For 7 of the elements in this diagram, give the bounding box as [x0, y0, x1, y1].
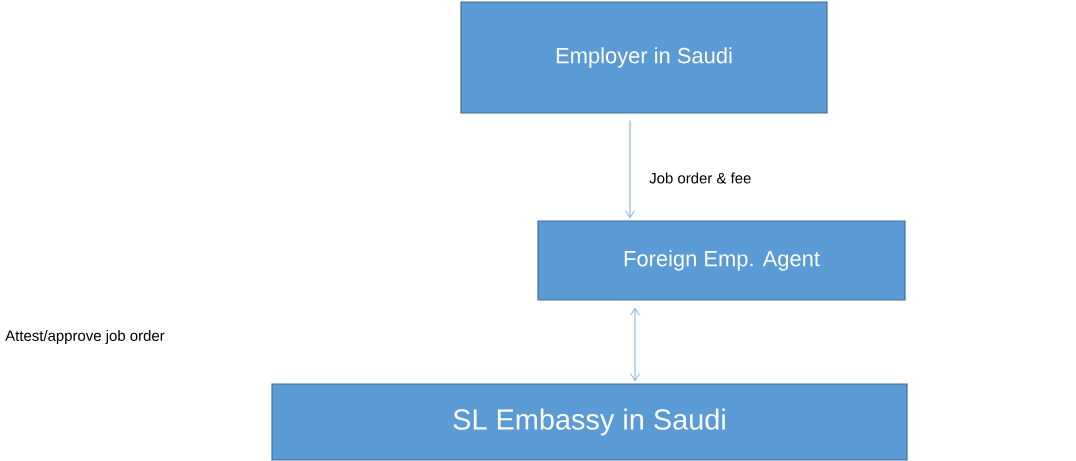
arrow	[630, 307, 640, 382]
process-box: Employer in Saudi	[460, 1, 828, 114]
note-text: Attest/approve job order	[5, 330, 165, 344]
process-box: Foreign Emp. Agent	[537, 220, 906, 301]
process-box: SL Embassy in Saudi	[271, 383, 908, 461]
arrow	[625, 120, 635, 219]
edge-label: Job order & fee	[649, 172, 751, 184]
